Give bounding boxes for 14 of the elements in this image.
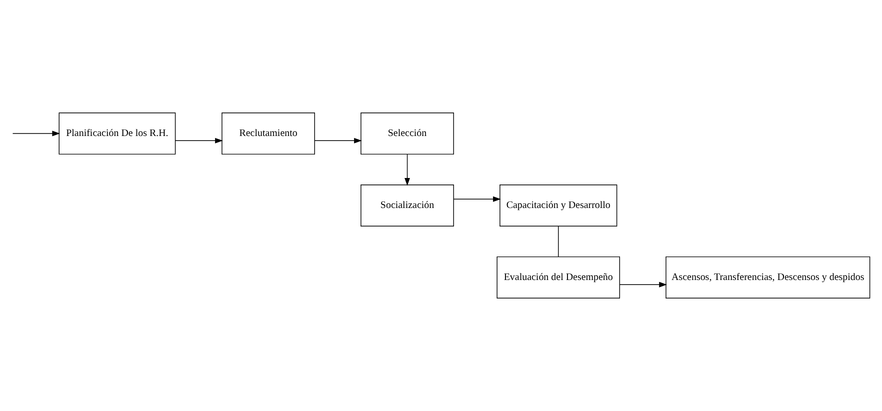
arrow [453,196,501,202]
arrow [314,138,362,144]
arrow [404,154,410,186]
arrow [175,138,223,144]
node-box: Reclutamiento [222,112,315,155]
node-box: Planificación De los R.H. [58,112,176,155]
node-box: Capacitación y Desarrollo [500,184,618,227]
arrow [12,130,60,136]
arrow [619,282,667,288]
connector [558,226,559,258]
node-box: Socialización [360,184,454,227]
node-box: Evaluación del Desempeño [496,256,620,298]
node-box: Ascensos, Transferencias, Descensos y despidos [666,256,870,298]
node-box: Selección [360,112,454,155]
